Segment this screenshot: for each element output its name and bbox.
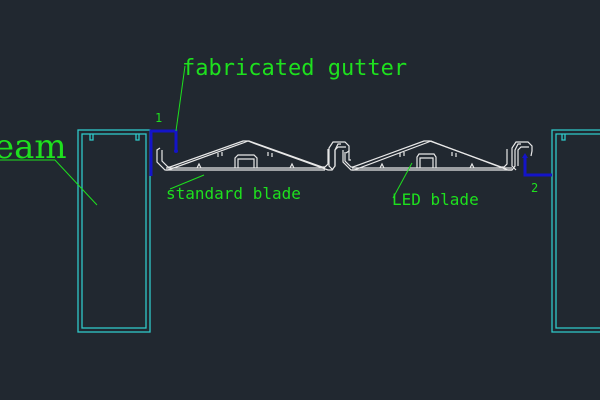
beam-label: eam: [0, 127, 67, 167]
standard-blade-label: standard blade: [166, 184, 301, 203]
gutter-1-end: [174, 149, 178, 153]
led-blade-label: LED blade: [392, 190, 479, 209]
standard-blade-profile: [156, 140, 351, 171]
gutter-label: fabricated gutter: [182, 56, 407, 81]
beam-leader: [0, 159, 98, 206]
gutter-leader: [175, 65, 186, 132]
left-beam: [77, 129, 151, 333]
marker-2: 2: [531, 181, 538, 195]
right-beam: [551, 129, 600, 333]
gutter-1: [149, 129, 178, 176]
gutter-2-end: [522, 153, 528, 158]
marker-1: 1: [155, 111, 162, 125]
standard-blade-leader: [169, 174, 205, 190]
led-blade-leader: [392, 162, 413, 199]
gutter-2: [523, 156, 552, 177]
led-blade-profile: [342, 140, 533, 171]
